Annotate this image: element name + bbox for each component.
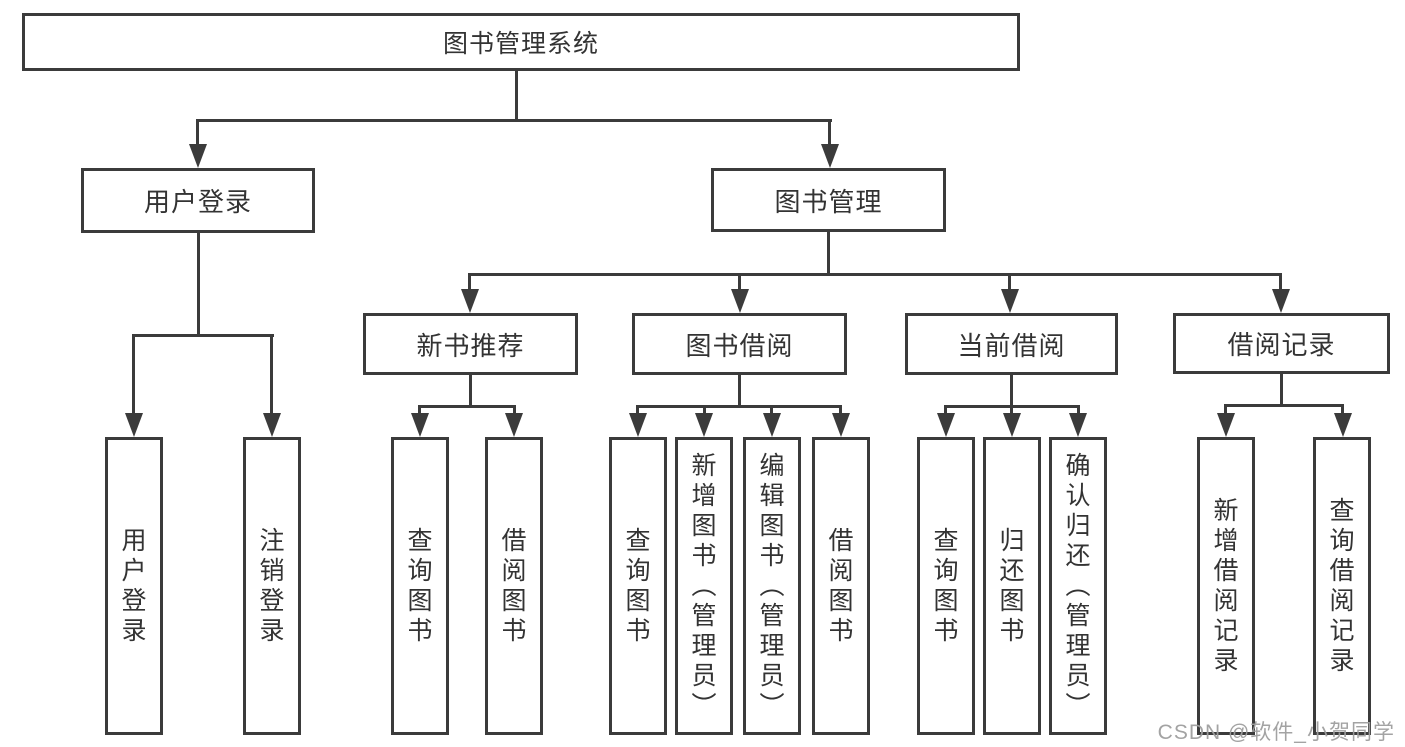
node-label: 确认归还︵管理员︶ xyxy=(1065,452,1091,720)
connector-line xyxy=(839,405,842,415)
node-label: 新增借阅记录 xyxy=(1213,497,1239,675)
leaf-logout: 注销登录 xyxy=(243,437,301,735)
connector-line xyxy=(513,405,516,415)
node-label: 查询借阅记录 xyxy=(1329,497,1355,675)
arrowhead-down xyxy=(411,413,429,437)
connector-line xyxy=(418,405,516,408)
leaf-return-books: 归还图书 xyxy=(983,437,1041,735)
leaf-query-books-recommendation: 查询图书 xyxy=(391,437,449,735)
node-label: 查询图书 xyxy=(625,527,651,645)
node-book-borrowing: 图书借阅 xyxy=(632,313,847,375)
arrowhead-down xyxy=(1069,413,1087,437)
leaf-borrow-books: 借阅图书 xyxy=(812,437,870,735)
connector-line xyxy=(703,405,706,415)
node-label: 借阅图书 xyxy=(501,527,527,645)
arrowhead-down xyxy=(731,289,749,313)
leaf-add-borrowing-record: 新增借阅记录 xyxy=(1197,437,1255,735)
arrowhead-down xyxy=(1272,289,1290,313)
connector-line xyxy=(468,273,471,291)
connector-line xyxy=(1224,404,1227,415)
connector-line xyxy=(132,334,274,337)
connector-line xyxy=(1341,404,1344,415)
connector-line xyxy=(1280,374,1283,407)
arrowhead-down xyxy=(263,413,281,437)
leaf-confirm-return-admin: 确认归还︵管理员︶ xyxy=(1049,437,1107,735)
arrowhead-down xyxy=(1001,289,1019,313)
leaf-add-book-admin: 新增图书︵管理员︶ xyxy=(675,437,733,735)
node-new-book-recommendation: 新书推荐 xyxy=(363,313,578,375)
arrowhead-down xyxy=(832,413,850,437)
connector-line xyxy=(418,405,421,415)
leaf-borrow-books-recommendation: 借阅图书 xyxy=(485,437,543,735)
connector-line xyxy=(828,119,831,147)
arrowhead-down xyxy=(505,413,523,437)
node-label: 新书推荐 xyxy=(416,330,525,361)
leaf-edit-book-admin: 编辑图书︵管理员︶ xyxy=(743,437,801,735)
node-label: 图书管理系统 xyxy=(442,30,599,58)
connector-line xyxy=(132,334,135,414)
connector-line xyxy=(1010,375,1013,408)
connector-line xyxy=(636,405,842,408)
leaf-query-books-borrowing: 查询图书 xyxy=(609,437,667,735)
node-label: 用户登录 xyxy=(121,527,147,645)
node-label: 借阅记录 xyxy=(1227,330,1336,360)
arrowhead-down xyxy=(937,413,955,437)
node-current-borrowing: 当前借阅 xyxy=(905,313,1118,375)
node-label: 借阅图书 xyxy=(828,527,854,645)
node-label: 编辑图书︵管理员︶ xyxy=(759,452,785,720)
connector-line xyxy=(1008,273,1011,291)
arrowhead-down xyxy=(1217,413,1235,437)
csdn-watermark: CSDN @软件_小贺同学 xyxy=(1157,721,1395,744)
connector-line xyxy=(738,375,741,408)
node-book-management: 图书管理 xyxy=(711,168,946,232)
connector-line xyxy=(738,273,741,291)
node-label: 新增图书︵管理员︶ xyxy=(691,452,717,720)
arrowhead-down xyxy=(695,413,713,437)
node-label: 注销登录 xyxy=(259,527,285,645)
connector-line xyxy=(468,273,1282,276)
leaf-query-books-current: 查询图书 xyxy=(917,437,975,735)
connector-line xyxy=(1279,273,1282,291)
node-label: 图书借阅 xyxy=(685,330,794,361)
connector-line xyxy=(197,233,200,337)
connector-line xyxy=(1224,404,1344,407)
connector-line xyxy=(636,405,639,415)
leaf-user-login: 用户登录 xyxy=(105,437,163,735)
arrowhead-down xyxy=(763,413,781,437)
connector-line xyxy=(469,375,472,408)
arrowhead-down xyxy=(821,144,839,168)
connector-line xyxy=(944,405,947,415)
connector-line xyxy=(1010,405,1013,415)
node-user-login: 用户登录 xyxy=(81,168,315,233)
node-label: 查询图书 xyxy=(407,527,433,645)
arrowhead-down xyxy=(629,413,647,437)
node-label: 图书管理 xyxy=(774,186,883,217)
arrowhead-down xyxy=(461,289,479,313)
connector-line xyxy=(1077,405,1080,415)
arrowhead-down xyxy=(189,144,207,168)
connector-line xyxy=(196,119,832,122)
arrowhead-down xyxy=(1003,413,1021,437)
arrowhead-down xyxy=(125,413,143,437)
connector-line xyxy=(270,334,273,414)
node-borrowing-records: 借阅记录 xyxy=(1173,313,1390,374)
node-label: 查询图书 xyxy=(933,527,959,645)
connector-line xyxy=(770,405,773,415)
leaf-query-borrowing-record: 查询借阅记录 xyxy=(1313,437,1371,735)
arrowhead-down xyxy=(1334,413,1352,437)
node-label: 归还图书 xyxy=(999,527,1025,645)
connector-line xyxy=(827,232,830,276)
node-label: 用户登录 xyxy=(143,187,252,217)
node-library-management-system: 图书管理系统 xyxy=(22,13,1020,71)
node-label: 当前借阅 xyxy=(957,330,1066,361)
connector-line xyxy=(196,119,199,147)
connector-line xyxy=(515,71,518,122)
